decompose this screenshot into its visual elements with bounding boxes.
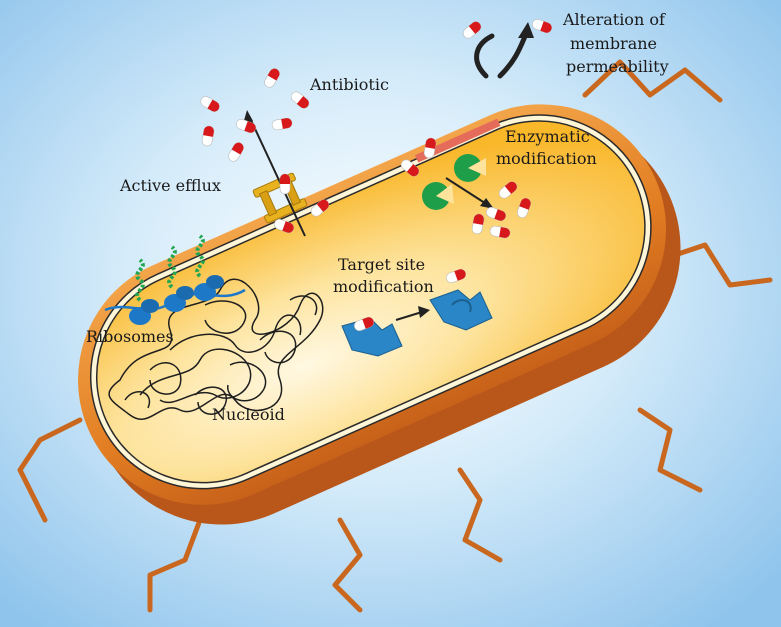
label-alteration-line3: permeability [566,57,669,76]
label-antibiotic: Antibiotic [309,75,389,94]
flagellum [657,242,773,288]
flagellum [332,517,363,613]
flagellum [637,407,703,493]
label-target-line1: Target site [338,255,425,274]
flagellum [17,417,83,523]
ribosome-icon [129,258,159,325]
label-enzymatic-line1: Enzymatic [505,127,590,146]
enzymatic-arrow [445,177,494,209]
enzyme-icon [422,182,454,210]
enzyme-icon [454,154,486,182]
nucleoid-dna [108,278,324,421]
label-alteration-line1: Alteration of [562,10,666,29]
permeability-arrow-icon [474,22,534,79]
flagellum [457,467,503,563]
label-ribosomes: Ribosomes [86,327,174,346]
ribosome-icon [194,234,224,301]
ribosomes [104,234,246,325]
flagellum [582,59,723,103]
antibiotic-capsule-icon [279,173,291,195]
ribosome-icon [164,245,194,312]
flagella [17,59,773,613]
label-target-line2: modification [333,277,434,296]
label-active-efflux: Active efflux [119,176,221,195]
label-enzymatic-line2: modification [496,149,597,168]
label-nucleoid: Nucleoid [212,405,285,424]
target-arrow [395,306,430,321]
flagellum [147,517,203,613]
label-alteration-line2: membrane [570,34,657,53]
